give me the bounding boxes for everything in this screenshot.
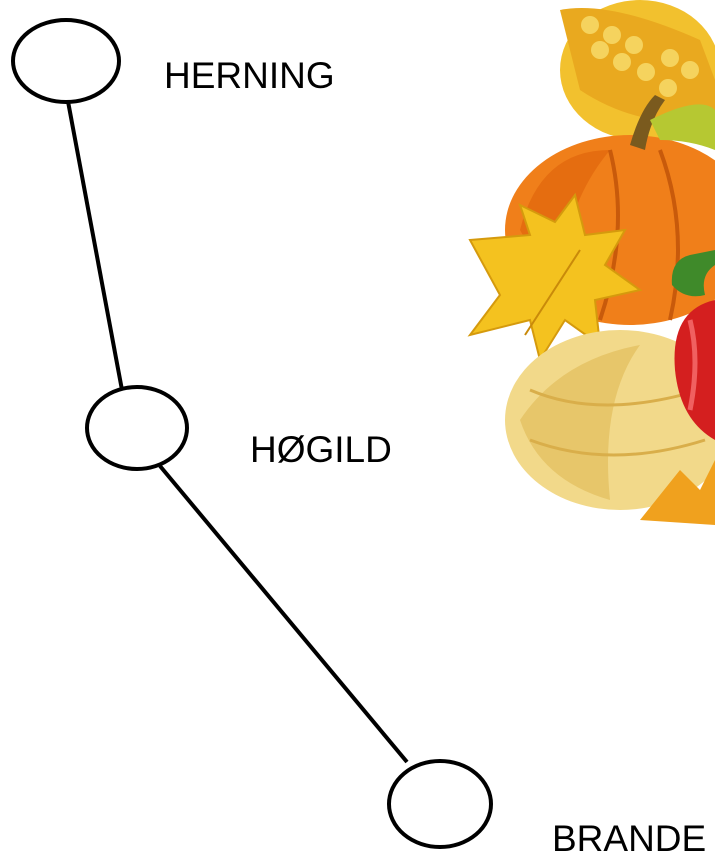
node-herning bbox=[13, 20, 119, 102]
stop-label-brande: BRANDE bbox=[552, 820, 706, 854]
node-brande bbox=[389, 761, 491, 847]
route-line-hogild-brande bbox=[160, 466, 407, 762]
stop-label-herning: HERNING bbox=[164, 57, 335, 94]
node-hogild bbox=[87, 387, 187, 469]
route-line-herning-hogild bbox=[64, 80, 122, 390]
stop-label-hogild: HØGILD bbox=[250, 431, 392, 468]
